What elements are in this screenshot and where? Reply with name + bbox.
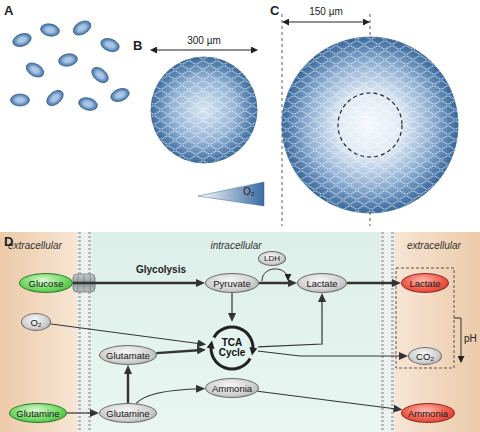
- compartment-label: extracellular: [407, 240, 461, 251]
- node-label: Pyruvate: [213, 278, 251, 289]
- node-label: Glucose: [29, 278, 64, 289]
- guide-line: [370, 14, 371, 226]
- membrane: [380, 232, 395, 432]
- membrane: [77, 232, 92, 432]
- product-node: Ammonia: [401, 403, 455, 423]
- lipid-layer: [88, 232, 91, 432]
- single-cells: [11, 18, 131, 112]
- compartment-label: intracellular: [210, 240, 261, 251]
- transporter-line: [78, 275, 79, 291]
- cell: [11, 31, 33, 49]
- node-label: TCA Cycle: [216, 338, 248, 359]
- cell: [58, 52, 79, 67]
- guide-line: [282, 14, 283, 226]
- metabolite-node: Lactate: [297, 273, 347, 293]
- cell-texture: [151, 57, 257, 163]
- node-label: Ammonia: [408, 408, 448, 419]
- dimension-arrow: [151, 50, 257, 51]
- compartment-band: extracellularGlucoseO₂ Glutamine: [0, 232, 77, 432]
- transporter-line: [90, 275, 91, 291]
- metabolite-node: Ammonia: [205, 378, 259, 398]
- membranes: [77, 232, 395, 432]
- small-spheroid: [151, 50, 264, 206]
- transporter-line: [84, 275, 85, 291]
- node-label: LDH: [264, 254, 280, 263]
- node-label: CO₂: [416, 351, 434, 362]
- enzyme-node: LDH: [258, 251, 286, 266]
- cell: [11, 94, 30, 106]
- node-label: Glutamate: [106, 350, 150, 361]
- metabolite-node: Pyruvate: [205, 273, 259, 293]
- dimension-arrow: [283, 22, 369, 23]
- metabolite-node: CO₂: [408, 347, 442, 365]
- cycle-node: TCA Cycle: [206, 322, 258, 374]
- lipid-layer: [78, 232, 81, 432]
- spheroid: [151, 57, 257, 163]
- metabolite-node: Glutamine: [99, 403, 157, 423]
- compartment-label: extracellular: [8, 240, 62, 251]
- lipid-layer: [391, 232, 394, 432]
- cell: [44, 87, 66, 108]
- dimension-label: 150 µm: [309, 6, 343, 17]
- node-label: Lactate: [306, 278, 337, 289]
- cell: [24, 60, 46, 80]
- node-label: Lactate: [409, 278, 440, 289]
- node-label: O₂: [30, 317, 41, 328]
- cell: [99, 36, 121, 54]
- edge-label: Glycolysis: [136, 264, 186, 275]
- spheroid: [282, 37, 458, 213]
- ph-label: pH: [464, 333, 477, 344]
- cell: [71, 18, 93, 38]
- lipid-layer: [381, 232, 384, 432]
- metabolite-node: O₂: [21, 313, 51, 331]
- panel-letter: C: [270, 3, 279, 18]
- node-label: Glutamine: [16, 408, 59, 419]
- compartment-band: extracellularLactateCO₂ Ammonia: [395, 232, 480, 432]
- oxygen-gradient: [198, 182, 264, 206]
- substrate-node: Glucose: [19, 273, 73, 293]
- dimension-label: 300 µm: [187, 35, 221, 46]
- node-label: Ammonia: [212, 383, 252, 394]
- cell-texture: [282, 37, 458, 213]
- large-spheroid: [282, 14, 458, 226]
- gradient-label: O₂: [243, 186, 255, 197]
- necrotic-core: [338, 93, 402, 157]
- substrate-node: Glutamine: [9, 403, 67, 423]
- metabolite-node: Glutamate: [99, 345, 157, 365]
- cell: [109, 86, 131, 104]
- product-node: Lactate: [401, 273, 449, 293]
- panel-letter: B: [133, 38, 142, 53]
- panel-letter: D: [4, 234, 13, 249]
- panel-letter: A: [4, 3, 13, 18]
- cell: [77, 96, 98, 113]
- cell: [40, 22, 61, 37]
- compartment-band: intracellularLDH Pyruvate LactateTCA Cycle…: [92, 232, 380, 432]
- node-label: Glutamine: [106, 408, 149, 419]
- cell: [89, 64, 111, 85]
